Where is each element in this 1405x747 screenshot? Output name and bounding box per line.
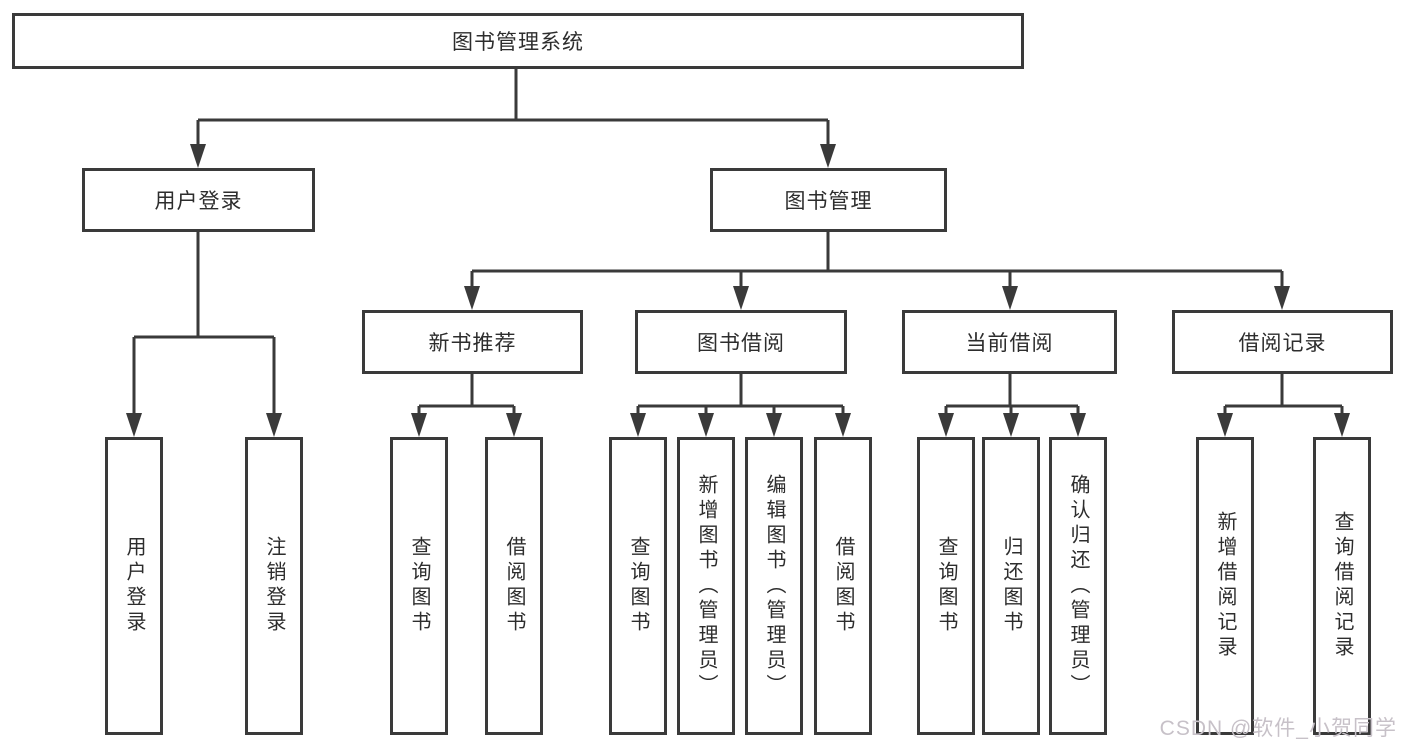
node-root-library-system: 图书管理系统 bbox=[12, 13, 1024, 69]
node-borrowing-records: 借阅记录 bbox=[1172, 310, 1393, 374]
connector-borrow-records-to-leaves bbox=[1217, 374, 1350, 437]
connector-book-borrow-to-leaves bbox=[630, 374, 851, 437]
leaf-records-add-record: 新增借阅记录 bbox=[1196, 437, 1254, 735]
node-new-book-recommendation: 新书推荐 bbox=[362, 310, 583, 374]
connector-book-mgmt-to-level3 bbox=[464, 232, 1290, 310]
leaf-borrow-query-books: 查询图书 bbox=[609, 437, 667, 735]
leaf-current-confirm-return-admin: 确认归还（管理员） bbox=[1049, 437, 1107, 735]
node-current-borrowing: 当前借阅 bbox=[902, 310, 1117, 374]
leaf-borrow-borrow-books: 借阅图书 bbox=[814, 437, 872, 735]
connector-current-borrow-to-leaves bbox=[938, 374, 1086, 437]
node-user-login-branch: 用户登录 bbox=[82, 168, 315, 232]
leaf-newbook-borrow-books: 借阅图书 bbox=[485, 437, 543, 735]
node-book-management-branch: 图书管理 bbox=[710, 168, 947, 232]
leaf-user-login: 用户登录 bbox=[105, 437, 163, 735]
leaf-newbook-query-books: 查询图书 bbox=[390, 437, 448, 735]
node-book-borrowing: 图书借阅 bbox=[635, 310, 847, 374]
leaf-records-query-record: 查询借阅记录 bbox=[1313, 437, 1371, 735]
connector-root-to-level2 bbox=[190, 69, 836, 168]
leaf-current-query-books: 查询图书 bbox=[917, 437, 975, 735]
connector-user-login-to-leaves bbox=[126, 232, 282, 437]
leaf-borrow-edit-books-admin: 编辑图书（管理员） bbox=[745, 437, 803, 735]
csdn-watermark: CSDN @软件_小贺同学 bbox=[1159, 717, 1397, 740]
connector-new-book-rec-to-leaves bbox=[411, 374, 522, 437]
leaf-borrow-add-books-admin: 新增图书（管理员） bbox=[677, 437, 735, 735]
leaf-current-return-books: 归还图书 bbox=[982, 437, 1040, 735]
leaf-logout: 注销登录 bbox=[245, 437, 303, 735]
